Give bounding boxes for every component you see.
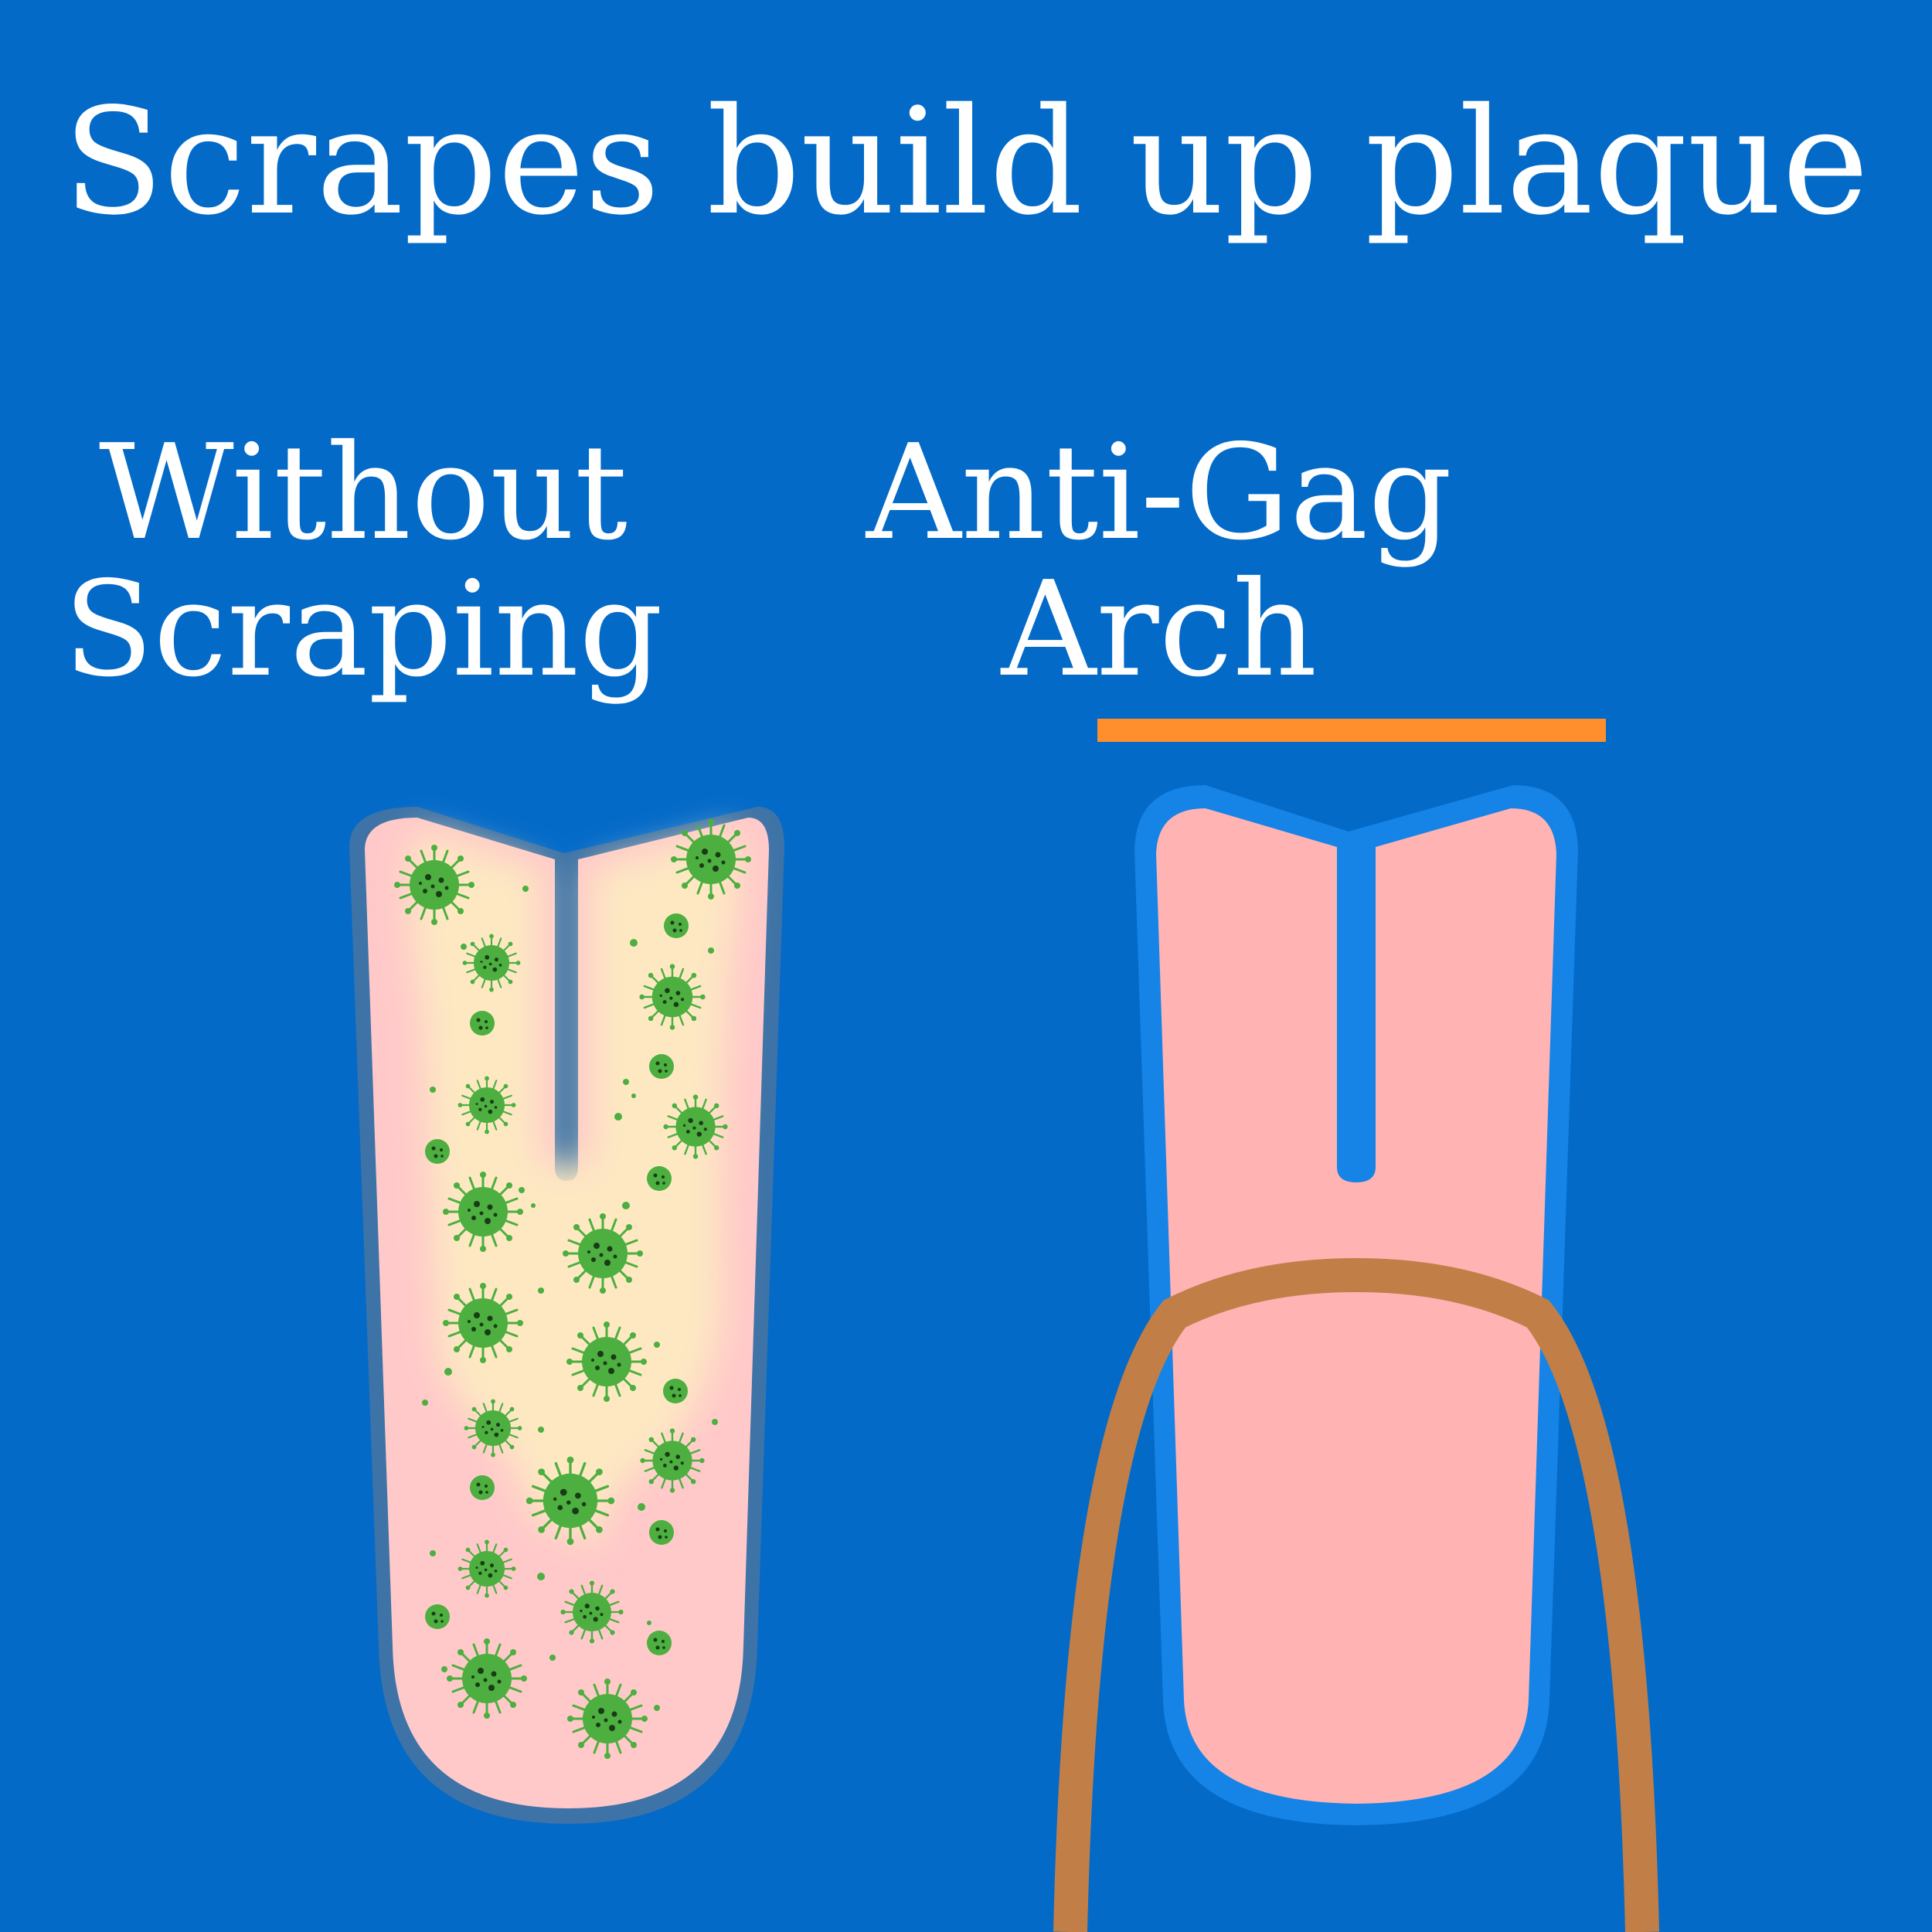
bacteria-dots: [422, 886, 718, 1711]
bacteria-icon: [393, 843, 476, 927]
bacteria-icon: [470, 1475, 495, 1500]
bacteria-icon: [647, 1166, 672, 1191]
highlight-bar: [1097, 719, 1606, 742]
left-heading-line-2: Scraping: [63, 553, 663, 706]
bacteria-icon: [649, 1054, 674, 1079]
bacteria-icon: [662, 1094, 729, 1160]
bacteria-icon: [470, 1011, 495, 1036]
bacteria-icon: [649, 1520, 674, 1545]
page-title: Scrapes build up plaque: [63, 77, 1869, 247]
bacteria-icon: [441, 1281, 525, 1365]
bacteria-icon: [561, 1212, 645, 1295]
bacteria-icon: [425, 1139, 450, 1164]
bacteria-icon: [441, 1170, 525, 1253]
bacteria-icon: [566, 1677, 649, 1760]
left-tongue: [349, 807, 784, 1824]
right-heading-line-1: Anti-Gag: [866, 417, 1453, 570]
bacteria-icon: [639, 1427, 706, 1494]
bacteria-icon: [445, 1637, 529, 1720]
left-heading-line-1: Without: [98, 417, 628, 570]
bacteria-icon: [638, 963, 706, 1031]
tongue-icon: [1156, 808, 1556, 1804]
bacteria-icon: [565, 1320, 648, 1403]
bacteria-icon: [463, 1398, 523, 1458]
bacteria-icon: [560, 1580, 624, 1645]
right-heading-line-2: Arch: [1001, 553, 1318, 706]
bacteria-icon: [461, 933, 522, 993]
bacteria-icon: [663, 1379, 688, 1403]
bacteria-icon: [525, 1455, 616, 1546]
bacteria-icon: [457, 1075, 517, 1135]
right-tongue: [1053, 719, 1659, 1932]
bacteria-icon: [457, 1539, 517, 1599]
bacteria-icon: [669, 818, 753, 901]
scraper-arch-icon: [1053, 1257, 1659, 1932]
bacteria-icon: [425, 1604, 450, 1629]
bacteria-icon: [664, 913, 689, 938]
bacteria-icon: [647, 1631, 672, 1655]
